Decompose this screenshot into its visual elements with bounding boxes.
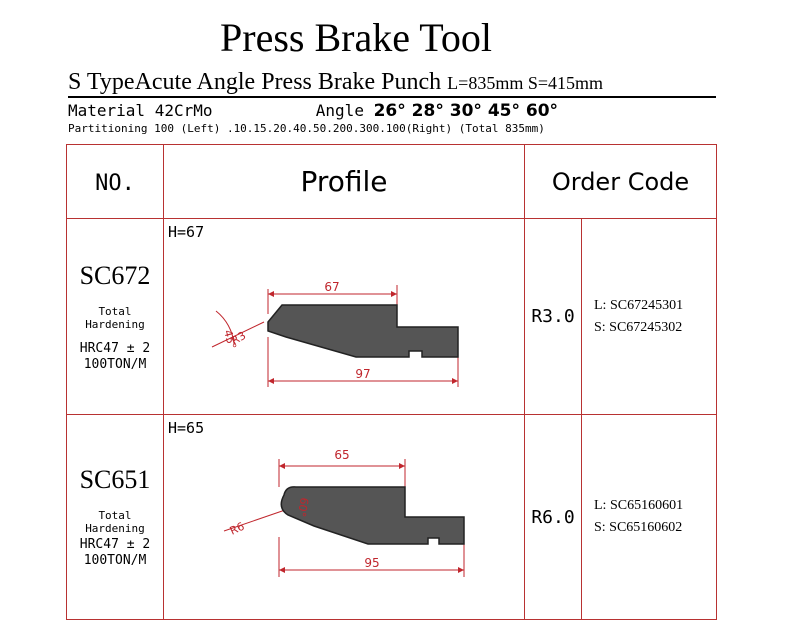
profile-cell: H=67 67 bbox=[163, 218, 525, 415]
ton-text: 100TON/M bbox=[83, 553, 147, 568]
ton-text: 100TON/M bbox=[83, 356, 147, 372]
radius-cell: R3.0 bbox=[524, 218, 582, 415]
height-label: H=65 bbox=[168, 419, 205, 437]
material-label: Material bbox=[68, 101, 146, 120]
hardening-text: Total Hardening bbox=[85, 509, 145, 535]
table-row: SC651 Total Hardening HRC47 ± 2 100TON/M… bbox=[66, 414, 717, 620]
profile-cell: H=65 65 bbox=[163, 414, 525, 620]
product-subtitle: S TypeAcute Angle Press Brake Punch L=83… bbox=[68, 68, 716, 97]
length-spec: L=835mm S=415mm bbox=[447, 73, 603, 93]
spec-table: NO. Profile Order Code SC672 Total Harde… bbox=[66, 144, 717, 620]
order-code-l: L: SC67245301 bbox=[594, 297, 684, 313]
punch-profile bbox=[280, 486, 465, 545]
profile-drawing: 65 95 60° R6 bbox=[223, 448, 465, 577]
punch-profile bbox=[267, 304, 459, 358]
radius-mark: R6 bbox=[228, 520, 247, 538]
order-code-cell: L: SC65160601 S: SC65160602 bbox=[581, 414, 717, 620]
dim-top: 67 bbox=[324, 280, 339, 294]
partitioning-row: Partitioning 100 (Left) .10.15.20.40.50.… bbox=[68, 122, 545, 135]
angle-mark: 60° bbox=[295, 496, 311, 517]
angle-values: 26° 28° 30° 45° 60° bbox=[373, 101, 559, 121]
header-order-code: Order Code bbox=[524, 144, 717, 219]
dim-bottom: 95 bbox=[364, 556, 379, 570]
model-code: SC651 bbox=[79, 465, 151, 494]
hrc-text: HRC47 ± 2 bbox=[79, 340, 151, 356]
table-header-row: NO. Profile Order Code bbox=[66, 144, 717, 219]
dim-top: 65 bbox=[334, 448, 349, 462]
header-no-text: NO. bbox=[95, 170, 135, 196]
order-code-cell: L: SC67245301 S: SC67245302 bbox=[581, 218, 717, 415]
no-cell: SC651 Total Hardening HRC47 ± 2 100TON/M bbox=[66, 414, 164, 620]
header-no: NO. bbox=[66, 144, 164, 219]
material-row: Material 42CrMo Angle 26° 28° 30° 45° 60… bbox=[68, 101, 716, 121]
no-cell: SC672 Total Hardening HRC47 ± 2 100TON/M bbox=[66, 218, 164, 415]
profile-drawing: 67 97 45° R3 bbox=[211, 280, 459, 387]
product-name: Acute Angle Press Brake Punch bbox=[134, 69, 442, 95]
hrc-text: HRC47 ± 2 bbox=[79, 537, 151, 552]
angle-label: Angle bbox=[315, 101, 364, 120]
radius-cell: R6.0 bbox=[524, 414, 582, 620]
material-value: 42CrMo bbox=[154, 101, 213, 120]
hardening-text: Total Hardening bbox=[85, 304, 145, 331]
model-code: SC672 bbox=[79, 260, 151, 290]
height-label: H=67 bbox=[168, 223, 205, 241]
radius-mark: R3 bbox=[229, 329, 248, 348]
order-code-s: S: SC67245302 bbox=[594, 319, 683, 335]
type-prefix: S Type bbox=[68, 69, 135, 95]
header-profile: Profile bbox=[163, 144, 525, 219]
angle-mark: 45° bbox=[221, 328, 239, 350]
subtitle-rule bbox=[68, 96, 716, 98]
order-code-s: S: SC65160602 bbox=[594, 520, 683, 535]
page-title: Press Brake Tool bbox=[220, 15, 492, 60]
dim-bottom: 97 bbox=[355, 367, 370, 381]
table-row: SC672 Total Hardening HRC47 ± 2 100TON/M… bbox=[66, 218, 717, 415]
order-code-l: L: SC65160601 bbox=[594, 498, 684, 513]
